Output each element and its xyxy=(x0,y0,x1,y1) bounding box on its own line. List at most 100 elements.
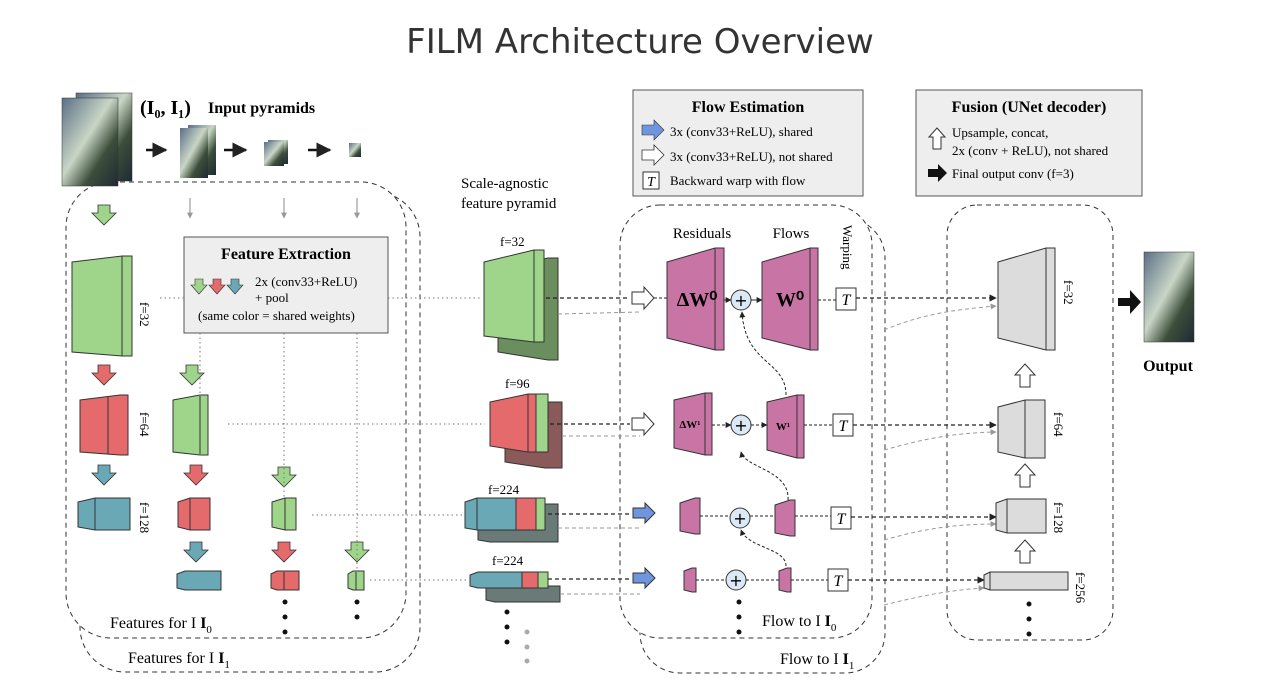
svg-text:W¹: W¹ xyxy=(776,421,790,433)
encoder-block-f64-green xyxy=(172,394,209,456)
input-image-tiny xyxy=(349,143,361,157)
encoder-block-f128 xyxy=(77,497,131,531)
not-shared-arrow-l1 xyxy=(631,411,655,437)
svg-text:T: T xyxy=(647,175,656,190)
red-arrow-icon xyxy=(208,278,226,295)
decoder-level-f64: f=64 xyxy=(1051,412,1066,437)
pyramid-block-f224b xyxy=(469,571,561,603)
final-output-arrow xyxy=(1118,290,1141,314)
upsample-arrow-3 xyxy=(1013,539,1037,564)
encoder-level-f128: f=128 xyxy=(137,502,152,533)
svg-text:+: + xyxy=(733,509,746,528)
svg-text:(same color = shared weights): (same color = shared weights) xyxy=(198,308,355,323)
svg-text:+: + xyxy=(734,291,747,310)
encoder-block-f64 xyxy=(79,394,129,456)
decoder-block-f128 xyxy=(995,498,1047,534)
pyramid-level-f96: f=96 xyxy=(505,376,530,391)
pyramid-block-f32 xyxy=(483,249,559,361)
pyramid-level-f224b: f=224 xyxy=(492,553,524,568)
input-pair-label: (I₀, I₁) xyxy=(140,97,191,119)
green-arrow-icon xyxy=(190,278,208,295)
svg-text:2x (conv33+ReLU): 2x (conv33+ReLU) xyxy=(255,274,357,289)
svg-text:ΔW¹: ΔW¹ xyxy=(679,419,700,431)
residual-block-l2 xyxy=(679,497,701,535)
encoder-continuation-dots xyxy=(282,599,360,635)
svg-text:W⁰: W⁰ xyxy=(776,289,804,311)
pyramid-title-1: Scale-agnostic xyxy=(461,176,549,192)
warp-icon xyxy=(642,171,660,190)
features-i1-label: Features for I I1 xyxy=(128,650,230,671)
final-conv-arrow-icon xyxy=(928,164,947,182)
encoder-level-f32: f=32 xyxy=(137,302,152,327)
flow-estimation-title: Flow Estimation xyxy=(692,99,805,116)
decoder-level-f128: f=128 xyxy=(1051,502,1066,533)
not-shared-arrow-icon xyxy=(641,144,665,166)
flow-estimation-legend: Flow Estimation 3x (conv33+ReLU), shared… xyxy=(632,89,864,197)
flow-block-l1: W¹ xyxy=(766,394,805,459)
input-pyramids-label: Input pyramids xyxy=(208,100,315,117)
pyramid-level-f224a: f=224 xyxy=(488,482,520,497)
flow-continuation-dots xyxy=(736,599,742,635)
feature-extraction-title: Feature Extraction xyxy=(221,246,351,263)
decoder-block-f64 xyxy=(997,399,1046,459)
shared-arrow-icon xyxy=(641,119,665,141)
input-image-small xyxy=(264,140,288,166)
feature-extraction-box: Feature Extraction 2x (conv33+ReLU) + po… xyxy=(183,236,389,334)
pyramid-title-2: feature pyramid xyxy=(461,196,557,212)
warp-l2 xyxy=(830,506,852,530)
svg-text:3x (conv33+ReLU), not shared: 3x (conv33+ReLU), not shared xyxy=(670,149,833,164)
svg-text:ΔW⁰: ΔW⁰ xyxy=(677,289,718,311)
upsample-arrow-2 xyxy=(1013,463,1037,488)
encoder-block-l4-teal xyxy=(176,570,222,591)
output-image xyxy=(1143,251,1195,343)
pyramid-level-f32: f=32 xyxy=(500,234,525,249)
svg-text:T: T xyxy=(837,511,847,528)
shared-arrow-l2 xyxy=(632,501,656,525)
residual-block-l0: ΔW⁰ xyxy=(666,247,725,351)
svg-text:Backward warp with flow: Backward warp with flow xyxy=(670,173,806,188)
upsample-arrow-1 xyxy=(1013,363,1037,388)
flow-to-i1-label: Flow to I I1 xyxy=(780,651,854,672)
encoder-level-f64: f=64 xyxy=(137,412,152,437)
upsample-arrow-icon xyxy=(927,127,947,150)
encoder-block-f32 xyxy=(71,255,133,357)
residual-block-l1: ΔW¹ xyxy=(673,392,713,456)
shared-arrow-l3 xyxy=(632,566,656,590)
teal-arrow-icon xyxy=(226,278,244,295)
page-title: FILM Architecture Overview xyxy=(406,22,874,62)
svg-text:2x (conv + ReLU), not shared: 2x (conv + ReLU), not shared xyxy=(952,143,1109,158)
warping-header: Warping xyxy=(840,225,855,270)
svg-text:+: + xyxy=(734,416,747,435)
add-node-l2 xyxy=(729,507,751,529)
encoder-block-f128-green xyxy=(271,497,297,531)
encoder-block-f128-red xyxy=(177,497,211,531)
residual-block-l3 xyxy=(683,567,697,593)
svg-text:Final output conv (f=3): Final output conv (f=3) xyxy=(952,166,1074,181)
decoder-block-f32 xyxy=(997,247,1056,351)
pyramid-block-f96 xyxy=(489,393,563,469)
features-i0-label: Features for I I0 xyxy=(110,615,212,636)
svg-text:+ pool: + pool xyxy=(255,290,289,305)
svg-text:+: + xyxy=(729,571,742,590)
decoder-level-f32: f=32 xyxy=(1061,280,1076,305)
input-image-medium xyxy=(180,125,216,178)
fusion-title: Fusion (UNet decoder) xyxy=(952,99,1107,116)
warp-l0 xyxy=(835,287,857,311)
pyramid-block-f224a xyxy=(464,497,559,543)
decoder-level-f256: f=256 xyxy=(1073,572,1088,604)
residuals-header: Residuals xyxy=(673,226,731,242)
flows-header: Flows xyxy=(773,226,810,242)
svg-text:3x (conv33+ReLU), shared: 3x (conv33+ReLU), shared xyxy=(670,124,813,139)
flow-to-i0-label: Flow to I I0 xyxy=(762,613,837,634)
flow-block-l2 xyxy=(774,499,796,537)
pyramid-continuation-dots xyxy=(504,609,530,664)
decoder-block-f256 xyxy=(983,571,1069,591)
encoder-block-l4-green xyxy=(347,570,365,591)
encoder-block-l4-red xyxy=(270,570,300,591)
not-shared-arrow-l0 xyxy=(631,285,655,311)
flow-block-l0: W⁰ xyxy=(761,247,819,351)
flow-block-l3 xyxy=(778,567,792,593)
decoder-continuation-dots xyxy=(1026,601,1032,637)
input-image-large xyxy=(61,92,133,187)
